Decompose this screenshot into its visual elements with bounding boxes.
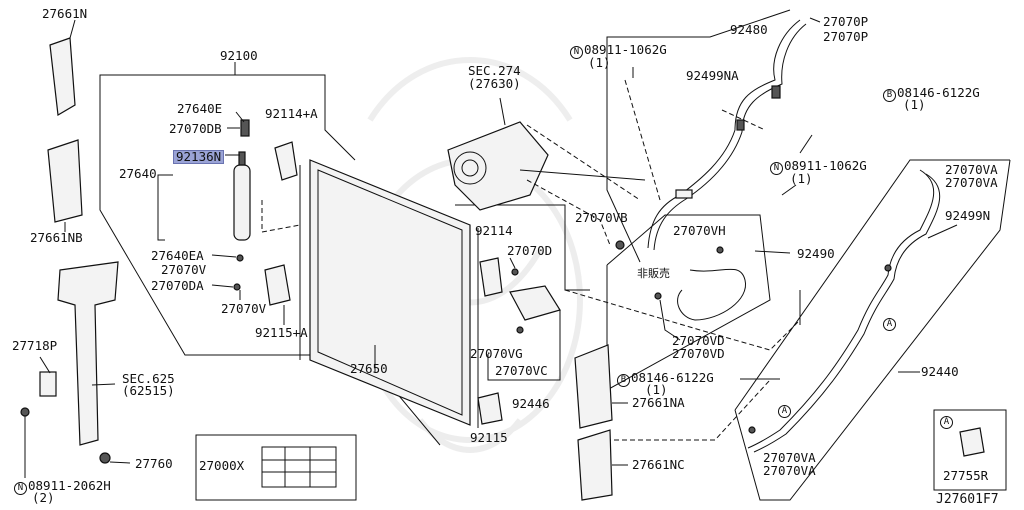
bracket-27718p [20, 261, 131, 478]
label-27070vb: 27070VB [575, 210, 628, 225]
a-marker-hose-end: A [778, 403, 792, 418]
hose-92480 [519, 9, 807, 263]
label-92499na: 92499NA [686, 68, 739, 83]
label-27070v-2: 27070V [221, 301, 267, 316]
n-marker-icon: N [14, 482, 27, 495]
label-92136n-highlighted: 92136N [173, 150, 225, 164]
label-27070vd-2: 27070VD [672, 346, 725, 361]
label-92490: 92490 [797, 246, 835, 261]
panel-27661n [49, 19, 76, 116]
label-92440: 92440 [921, 364, 959, 379]
label-27650: 27650 [350, 361, 388, 376]
label-27070va-1: 27070VA [945, 162, 998, 177]
receiver-drier-27640 [157, 111, 251, 241]
label-27070vc: 27070VC [495, 363, 548, 378]
b-marker-icon: B [617, 374, 630, 387]
label-27760: 27760 [135, 456, 173, 471]
bracket-92114 [479, 257, 519, 297]
condenser-27650 [299, 159, 479, 428]
label-92114-a: 92114+A [265, 106, 318, 121]
inset-27755r [933, 409, 1007, 491]
label-08911-1062g-top-qty: (1) [588, 55, 611, 70]
label-92499n: 92499N [945, 208, 991, 223]
label-92114: 92114 [475, 223, 513, 238]
label-92446: 92446 [512, 396, 550, 411]
leaders [632, 17, 821, 380]
label-08146-6122g-low-text: 08146-6122G [631, 370, 714, 385]
panel-27661nb [47, 139, 83, 232]
label-27070p-1: 27070P [823, 14, 869, 29]
label-27070va-3: 27070VA [763, 450, 816, 465]
hose-92440 [734, 159, 1011, 501]
label-27070da: 27070DA [151, 278, 204, 293]
label-27661n: 27661N [42, 6, 88, 21]
bracket-92114-a [261, 141, 301, 233]
b-marker-icon: B [883, 89, 896, 102]
label-08146-6122g-top-qty: (1) [903, 97, 926, 112]
label-sec-274: SEC.274 [468, 63, 521, 78]
label-sec-625-sub: (62515) [122, 383, 175, 398]
label-27070vh: 27070VH [673, 223, 726, 238]
dashed-leaders [526, 79, 801, 441]
label-27661na: 27661NA [632, 395, 685, 410]
hose-92490 [606, 214, 791, 391]
label-08911-2062h-qty: (2) [32, 490, 55, 505]
label-27000x [195, 434, 357, 501]
label-not-for-sale: 非販売 [637, 267, 670, 280]
compressor-sec274 [447, 97, 549, 211]
a-marker-icon: A [940, 416, 953, 429]
bracket-92115-a [264, 264, 291, 325]
label-27640e: 27640E [177, 101, 223, 116]
label-27070p-2: 27070P [823, 29, 869, 44]
bracket-92446 [487, 285, 561, 381]
label-92115-a: 92115+A [255, 325, 308, 340]
label-27640: 27640 [119, 166, 157, 181]
label-27070vg: 27070VG [470, 346, 523, 361]
n-marker-icon: N [570, 46, 583, 59]
a-marker-icon: A [883, 318, 896, 331]
shield-27661na [574, 344, 628, 429]
label-92480: 92480 [730, 22, 768, 37]
label-08911-1062g-mid-text: 08911-1062G [784, 158, 867, 173]
bracket-92115 [477, 392, 503, 425]
label-27070va-2: 27070VA [945, 175, 998, 190]
label-27661nc: 27661NC [632, 457, 685, 472]
label-27070d: 27070D [507, 243, 553, 258]
shield-27661nc [577, 429, 628, 501]
n-marker-icon: N [770, 162, 783, 175]
label-sec-274-sub: (27630) [468, 76, 521, 91]
label-08911-1062g-mid-qty: (1) [790, 171, 813, 186]
label-08911-1062g-top-text: 08911-1062G [584, 42, 667, 57]
label-sec-625: SEC.625 [122, 371, 175, 386]
label-27070vd-1: 27070VD [672, 333, 725, 348]
label-27661nb: 27661NB [30, 230, 83, 245]
label-08146-6122g-low-qty: (1) [645, 382, 668, 397]
a-marker-inset: A [940, 414, 954, 429]
label-27070v: 27070V [161, 262, 207, 277]
label-27000x: 27000X [199, 458, 245, 473]
label-27718p: 27718P [12, 338, 58, 353]
label-92100: 92100 [220, 48, 258, 63]
diagram-id: J27601F7 [936, 492, 999, 507]
a-marker-hose: A [883, 316, 897, 331]
label-08911-2062h-text: 08911-2062H [28, 478, 111, 493]
small-bolts [211, 254, 244, 300]
label-92115: 92115 [470, 430, 508, 445]
a-marker-icon: A [778, 405, 791, 418]
label-27070va-4: 27070VA [763, 463, 816, 478]
label-27070db: 27070DB [169, 121, 222, 136]
label-27640ea: 27640EA [151, 248, 204, 263]
label-08146-6122g-top-text: 08146-6122G [897, 85, 980, 100]
label-27755r: 27755R [943, 468, 989, 483]
